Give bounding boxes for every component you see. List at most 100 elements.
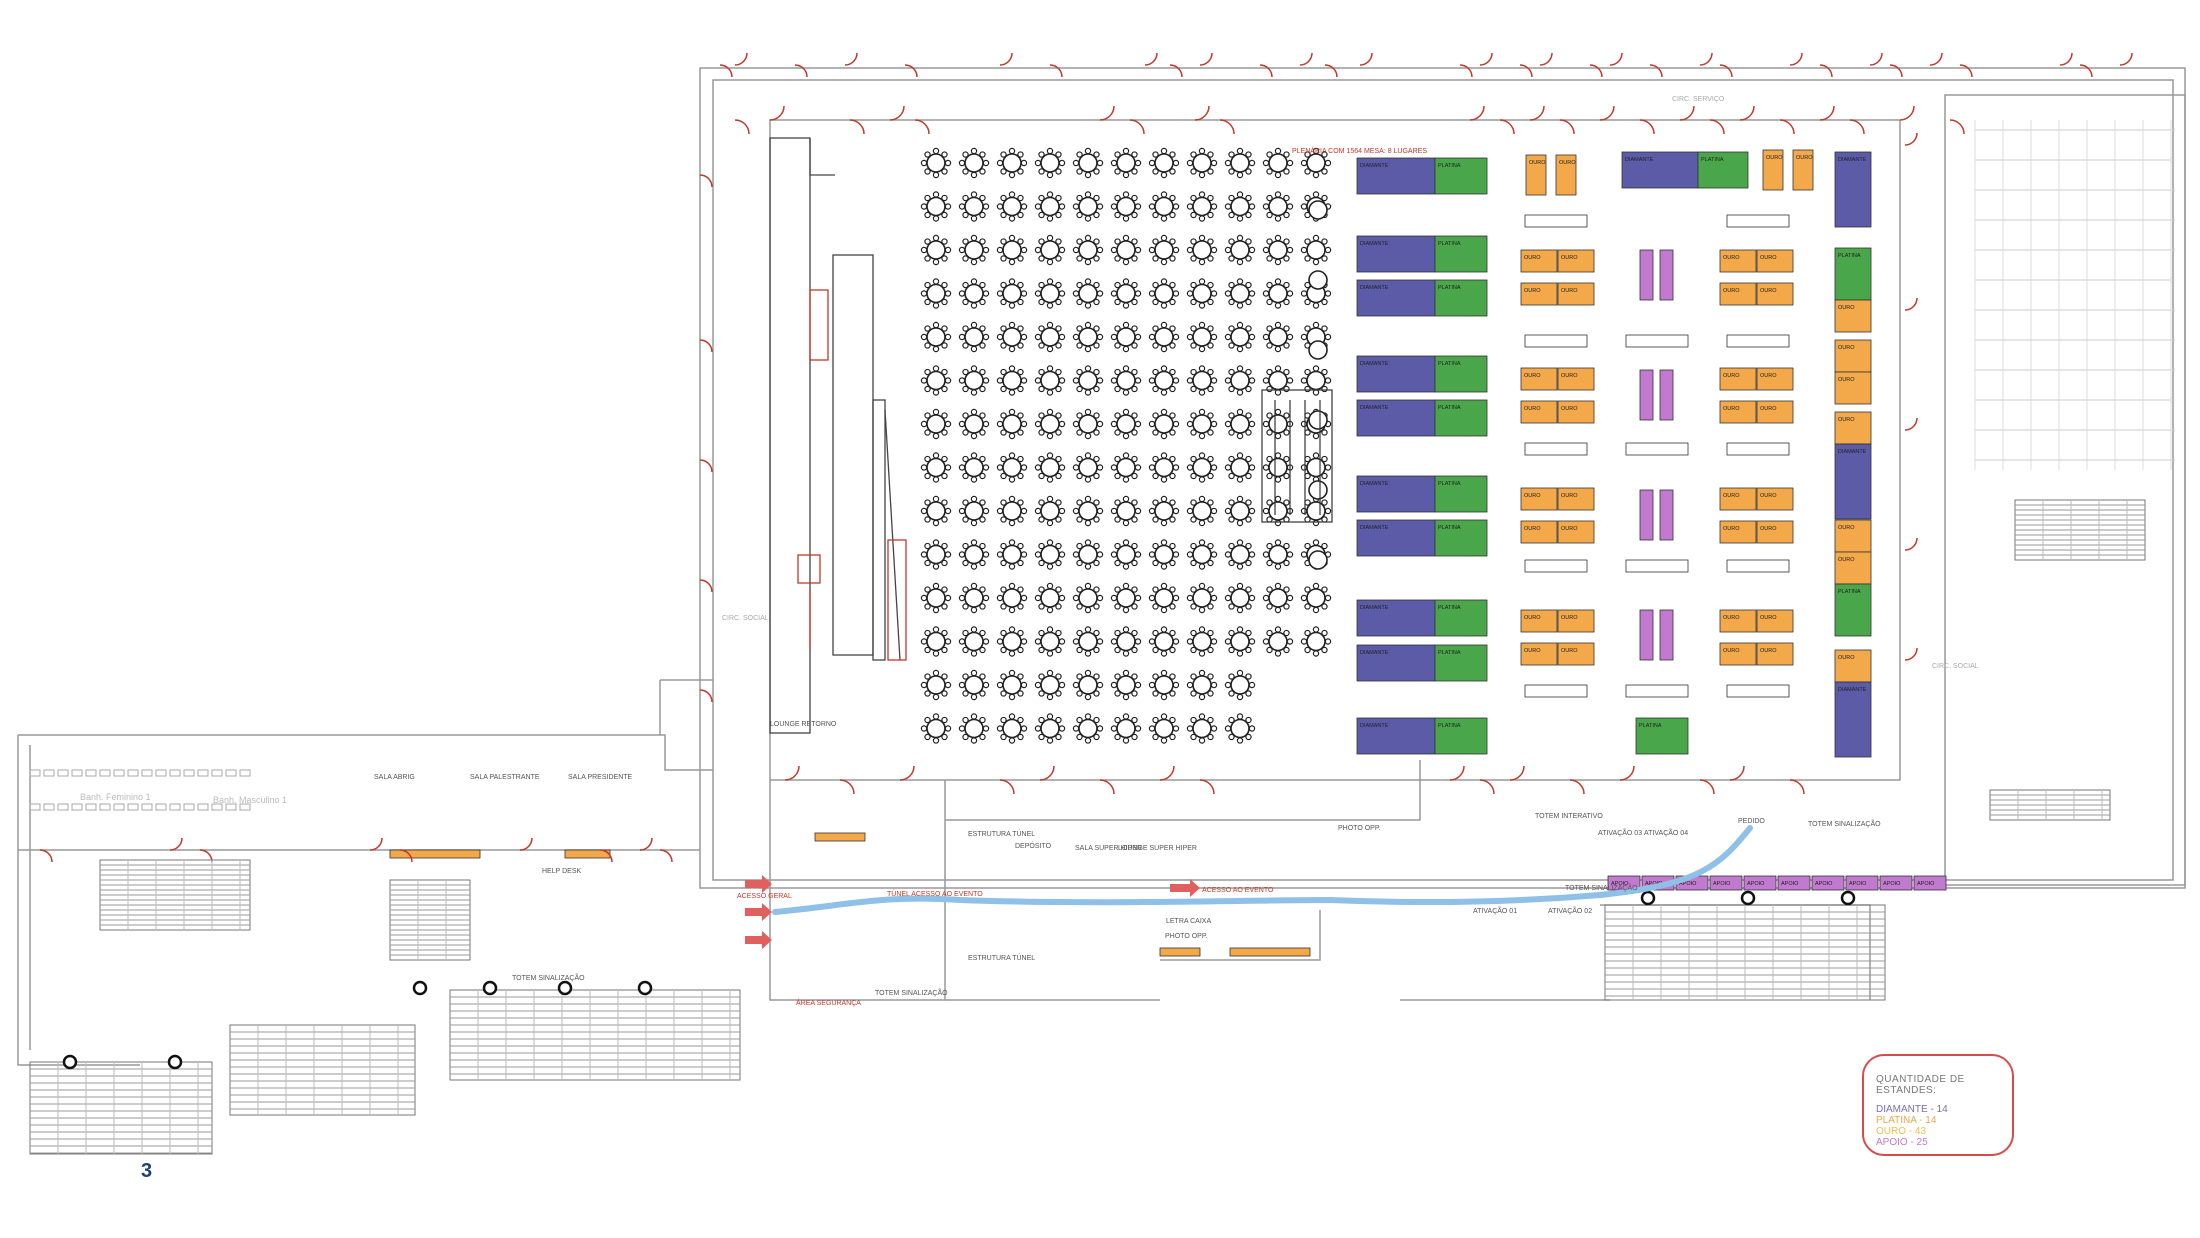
booth-ouro: OURO [1834,411,1872,445]
plenary-table [1072,234,1104,266]
door-swing [1639,119,1655,135]
plenary-table [1148,365,1180,396]
plenary-table [958,495,990,527]
plenary-table [1110,669,1142,701]
label-pedido: PEDIDO [1738,818,1765,825]
booth-ouro-label: OURO [1796,155,1813,161]
plenary-table [1110,539,1142,570]
booth-ouro: OURO [1557,282,1595,306]
plenary-table [1224,234,1256,266]
booth-ouro-label: OURO [1524,373,1541,379]
label-totem-interativo: TOTEM INTERATIVO [1535,813,1603,820]
booth-apoio-ab [1726,442,1790,456]
plenary-table [1148,147,1180,179]
plenary-table [1034,278,1066,309]
plenary-table [1300,626,1332,657]
plenary-table [1262,408,1294,440]
fixture [155,769,167,777]
booth-ouro [1229,947,1311,957]
booth-ouro: OURO [1557,520,1595,544]
booth-platina: PLATINA [1434,235,1488,273]
door-swing [904,64,918,78]
booth-apoio-ab [1625,442,1689,456]
fixture [127,803,139,811]
booth-apoio-ab [1625,559,1689,573]
booth-ouro-label: OURO [1760,615,1777,621]
booth-platina: PLATINA [1635,717,1689,755]
plenary-table [920,626,952,657]
plenary-table [1110,495,1142,527]
plenary-table [996,452,1028,483]
label-totem-sinalizacao-4: TOTEM SINALIZAÇÃO [875,988,948,997]
label-ativacao-04: ATIVAÇÃO 04 [1644,828,1688,837]
plenary-table [958,408,990,440]
plenary-table [958,582,990,614]
plenary-table [1262,452,1294,483]
plenary-table [958,191,990,222]
booth-apoio-ab [1524,214,1588,228]
booth-ouro: OURO [1520,367,1558,391]
plenary-table [920,582,952,614]
door-swing [1904,297,1918,311]
booth-ouro: OURO [1756,609,1794,633]
label-help-desk: HELP DESK [542,868,581,875]
booth-diamante: DIAMANTE [1356,599,1436,637]
door-swing [1519,64,1533,78]
label-plenaria: PLENÁRIA COM 1564 MESA: 8 LUGARES [1292,146,1427,155]
booth-apoio: APOIO [1845,875,1879,891]
plenary-table [1262,626,1294,657]
plenary-table [1110,234,1142,266]
plenary-table [1224,408,1256,440]
fixture [239,769,251,777]
booth-ouro: OURO [1756,400,1794,424]
plenary-table [1308,410,1328,430]
door-swing [1779,119,1795,135]
booth-platina: PLATINA [1834,247,1872,301]
fixture [99,769,111,777]
door-swing [1609,52,1623,66]
plenary-table [1072,495,1104,527]
booth-apoio-label: APOIO [1713,881,1731,887]
booth-apoio [1639,489,1654,541]
booth-ouro: OURO [1525,154,1547,196]
door-swing [699,459,713,473]
stage-area [769,137,907,734]
plenary-table [1308,550,1328,570]
booth-apoio-label: APOIO [1611,881,1629,887]
door-swing [889,105,905,121]
plenary-table [1110,147,1142,179]
booth-ouro-label: OURO [1561,288,1578,294]
plenary-table [1224,452,1256,483]
door-swing [1324,64,1338,78]
booth-ouro: OURO [1834,649,1872,683]
plenary-table [996,495,1028,527]
booth-platina-label: PLATINA [1438,605,1461,611]
door-swing [1789,779,1805,795]
booth-platina-label: PLATINA [1701,157,1724,163]
plenary-table [1186,234,1218,266]
plenary-table [1300,582,1332,614]
door-swing [1219,119,1235,135]
booth-platina-label: PLATINA [1438,650,1461,656]
fixture [183,769,195,777]
booth-apoio-label: APOIO [1815,881,1833,887]
booth-ouro-label: OURO [1723,255,1740,261]
plenary-table [920,452,952,483]
fixture [113,803,125,811]
door-swing [1099,105,1115,121]
label-totem-sinalizacao-3: TOTEM SINALIZAÇÃO [512,973,585,982]
door-swing [1039,765,1055,781]
booth-apoio-ab [1524,559,1588,573]
door-swing [999,779,1015,795]
plenary-table [1034,234,1066,266]
door-swing [734,119,750,135]
booth-ouro-label: OURO [1524,406,1541,412]
door-swing [899,765,915,781]
plenary-table [1110,365,1142,396]
door-swing [1559,119,1575,135]
plenary-table [1034,147,1066,179]
plenary-table [958,626,990,657]
plenary-table [1072,191,1104,222]
fixture [71,803,83,811]
plenary-table [1224,713,1256,744]
